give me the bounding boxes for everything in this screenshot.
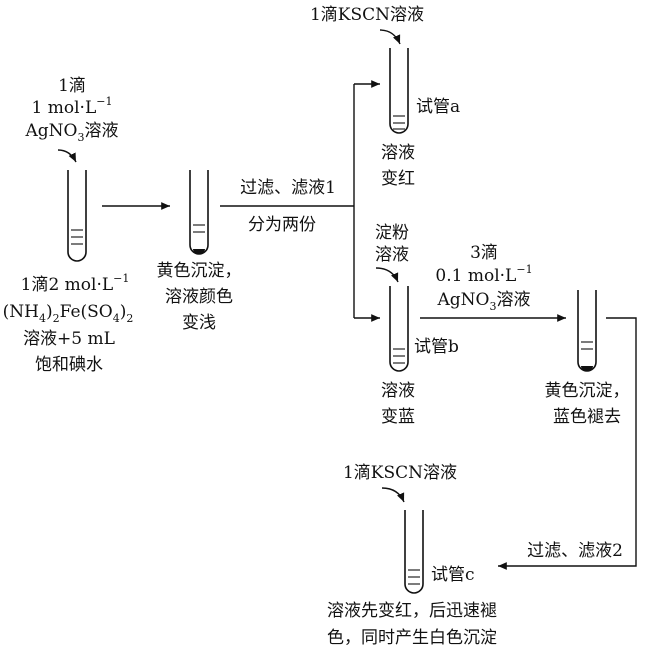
reagent-starch-1: 淀粉	[375, 223, 409, 243]
step-split: 分为两份	[248, 215, 316, 235]
reagent-starch-2: 溶液	[375, 245, 409, 265]
reagent1-name: AgNO3溶液	[25, 121, 119, 144]
start-solution-line1: 1滴2 mol·L−1	[21, 272, 130, 295]
tube-b-observation-2: 变蓝	[381, 407, 415, 427]
test-tube-b	[389, 286, 409, 372]
reagent-kscn-a: 1滴KSCN溶液	[310, 5, 424, 25]
kscn-a-drop-arrow	[379, 29, 401, 45]
tube-a-label: 试管a	[416, 97, 460, 117]
reagent3-concentration: 0.1 mol·L−1	[435, 263, 532, 286]
tube-a-observation-2: 变红	[381, 169, 415, 189]
reagent3-name: AgNO3溶液	[437, 290, 531, 313]
tube-c-observation-2: 色，同时产生白色沉淀	[327, 628, 497, 648]
test-tube-d	[577, 290, 597, 372]
tube-b-observation-1: 溶液	[381, 381, 415, 401]
start-solution-formula: (NH4)2Fe(SO4)2	[3, 302, 134, 325]
start-solution-line4: 饱和碘水	[35, 355, 103, 375]
tube-d-observation-1: 黄色沉淀，	[545, 381, 630, 401]
tube-d-observation-2: 蓝色褪去	[553, 407, 621, 427]
tube-b-label: 试管b	[414, 337, 459, 357]
tube-a-observation-1: 溶液	[381, 143, 415, 163]
step-filter-1: 过滤、滤液1	[240, 178, 336, 198]
start-solution-line3: 溶液+5 mL	[23, 329, 115, 349]
reagent1-concentration: 1 mol·L−1	[32, 95, 113, 118]
starch-drop-arrow	[375, 267, 399, 283]
reagent1-drop-count: 1滴	[58, 76, 86, 96]
test-tube-after-precipitate	[189, 170, 209, 255]
arrow-filtrate-2	[498, 317, 637, 570]
tube2-observation-3: 变浅	[182, 313, 216, 333]
tube2-observation-1: 黄色沉淀，	[157, 261, 242, 281]
reagent3-drop-count: 3滴	[470, 243, 498, 263]
test-tube-a	[389, 48, 409, 134]
reagent1-drop-arrow	[57, 149, 77, 163]
tube2-observation-2: 溶液颜色	[165, 287, 233, 307]
step-filter-2: 过滤、滤液2	[527, 541, 623, 561]
test-tube-start	[67, 170, 87, 262]
kscn-c-drop-arrow	[381, 487, 405, 503]
tube-c-label: 试管c	[431, 565, 475, 585]
test-tube-c	[404, 510, 424, 594]
tube-c-observation-1: 溶液先变红，后迅速褪	[327, 601, 497, 621]
reagent-kscn-c: 1滴KSCN溶液	[343, 463, 457, 483]
